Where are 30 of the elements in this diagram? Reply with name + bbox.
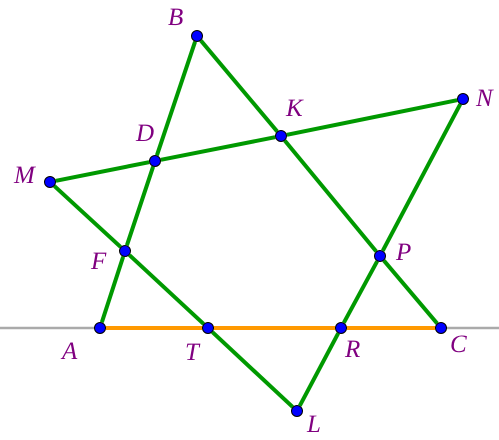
point-label: A — [62, 339, 78, 365]
line-segment — [283, 139, 378, 253]
line-segment — [382, 259, 439, 325]
line-segment — [298, 332, 340, 407]
point-label: M — [14, 163, 35, 189]
point-label: N — [476, 86, 493, 112]
line-segment — [381, 103, 462, 252]
point-label: R — [345, 337, 360, 363]
point-label: T — [185, 340, 199, 366]
point-label: C — [450, 332, 467, 358]
line-segment — [347, 326, 435, 330]
line-segment — [125, 166, 155, 246]
point-label: D — [136, 121, 154, 147]
line-segment — [211, 330, 294, 408]
line-segment — [160, 135, 276, 162]
point-label: B — [168, 5, 184, 31]
line-segment — [342, 260, 379, 324]
point-label: P — [396, 240, 412, 266]
line-segment — [155, 41, 197, 156]
line-segment — [106, 326, 202, 330]
line-segment — [55, 160, 150, 183]
line-segment — [199, 39, 279, 133]
line-segment — [286, 98, 458, 137]
point-label: K — [286, 96, 303, 122]
point-label: F — [91, 249, 106, 275]
point-label: L — [307, 412, 321, 438]
line-segment — [100, 256, 126, 323]
line-segment — [53, 184, 122, 248]
line-segment — [214, 326, 335, 330]
line-segment — [128, 254, 205, 326]
